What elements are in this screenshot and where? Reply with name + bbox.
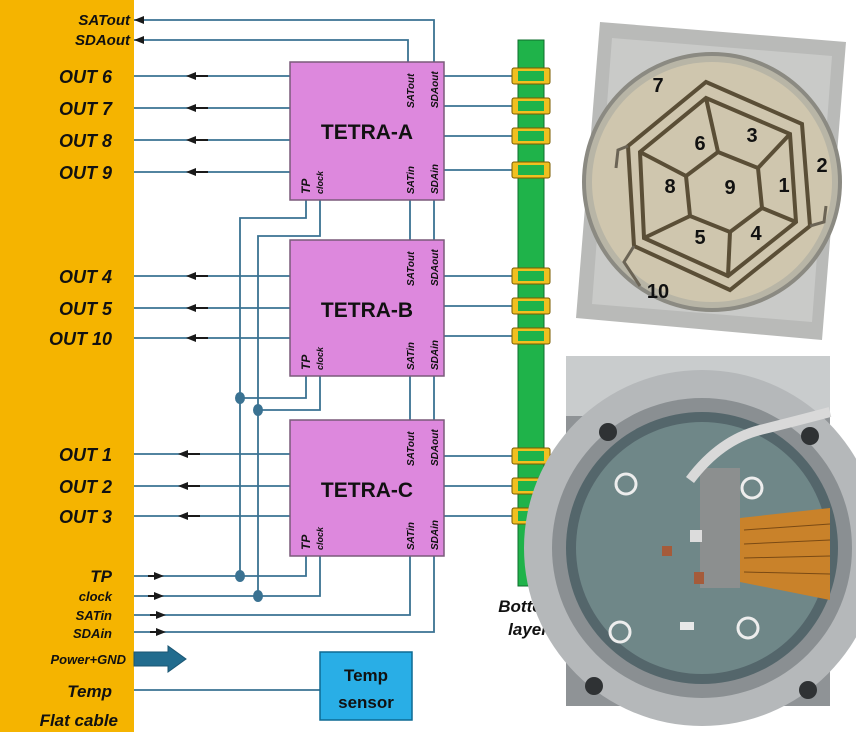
label-out2: OUT 2 [59, 477, 112, 497]
pad-number: 8 [664, 176, 675, 198]
pad-number: 1 [778, 175, 789, 197]
pin-clock: clock [315, 526, 325, 550]
label-out6: OUT 6 [59, 67, 113, 87]
label-out10: OUT 10 [49, 329, 112, 349]
temp-sensor: Temp sensor [319, 651, 413, 721]
pin-sdain: SDAin [430, 340, 441, 370]
pin-satout: SATout [406, 251, 417, 286]
junction-dots [235, 392, 263, 602]
flat-cable-bar [0, 0, 134, 732]
label-flat-cable: Flat cable [40, 711, 118, 730]
label-out7: OUT 7 [59, 99, 113, 119]
arrows [134, 16, 208, 636]
pin-tp: TP [299, 178, 313, 194]
pad-number: 6 [694, 133, 705, 155]
pad-number: 4 [750, 223, 762, 245]
pin-tp: TP [299, 354, 313, 370]
sensor-pad-photo: 7 6 3 2 8 9 1 5 4 10 [576, 22, 846, 340]
pin-sdain: SDAin [430, 164, 441, 194]
pin-tp: TP [299, 534, 313, 550]
pin-satout: SATout [406, 73, 417, 108]
pin-satout: SATout [406, 431, 417, 466]
pad-number: 3 [746, 125, 757, 147]
pin-satin: SATin [406, 166, 417, 194]
pin-satin: SATin [406, 342, 417, 370]
label-satin: SATin [76, 608, 112, 623]
label-out8: OUT 8 [59, 131, 112, 151]
label-out5: OUT 5 [59, 299, 113, 319]
label-satout: SATout [78, 12, 131, 29]
label-out3: OUT 3 [59, 507, 112, 527]
label-temp: Temp [67, 682, 112, 701]
bottom-layer-label-2: layer [508, 620, 549, 639]
label-out9: OUT 9 [59, 163, 112, 183]
detector-assembly-photo [524, 356, 856, 726]
pin-sdaout: SDAout [430, 71, 441, 108]
temp-sensor-line2: sensor [338, 693, 394, 712]
chip-title: TETRA-C [321, 479, 413, 502]
cable-labels: SATout SDAout OUT 6 OUT 7 OUT 8 OUT 9 OU… [40, 12, 131, 730]
pin-satin: SATin [406, 522, 417, 550]
chip-tetra-b: TETRA-B SATout SDAout SATin SDAin TP clo… [289, 239, 445, 377]
pad-number: 7 [652, 75, 663, 97]
chip-title: TETRA-B [321, 299, 413, 322]
temp-sensor-line1: Temp [344, 666, 388, 685]
pin-sdaout: SDAout [430, 429, 441, 466]
label-out1: OUT 1 [59, 445, 112, 465]
pad-number: 9 [724, 177, 735, 199]
pin-clock: clock [315, 346, 325, 370]
chip-title: TETRA-A [321, 121, 413, 144]
pin-sdaout: SDAout [430, 249, 441, 286]
label-tp: TP [90, 567, 112, 586]
label-out4: OUT 4 [59, 267, 112, 287]
signal-wires [134, 19, 520, 691]
pin-sdain: SDAin [430, 520, 441, 550]
label-sdain: SDAin [73, 626, 112, 641]
pin-clock: clock [315, 170, 325, 194]
chip-tetra-c: TETRA-C SATout SDAout SATin SDAin TP clo… [289, 419, 445, 557]
pad-number: 2 [816, 155, 827, 177]
label-power-gnd: Power+GND [51, 652, 127, 667]
chip-tetra-a: TETRA-A SATout SDAout SATin SDAin TP clo… [289, 61, 445, 201]
label-sdaout: SDAout [75, 32, 131, 49]
power-arrow [133, 645, 187, 673]
label-clock: clock [79, 589, 113, 604]
pad-number: 10 [647, 281, 669, 303]
pad-number: 5 [694, 227, 705, 249]
